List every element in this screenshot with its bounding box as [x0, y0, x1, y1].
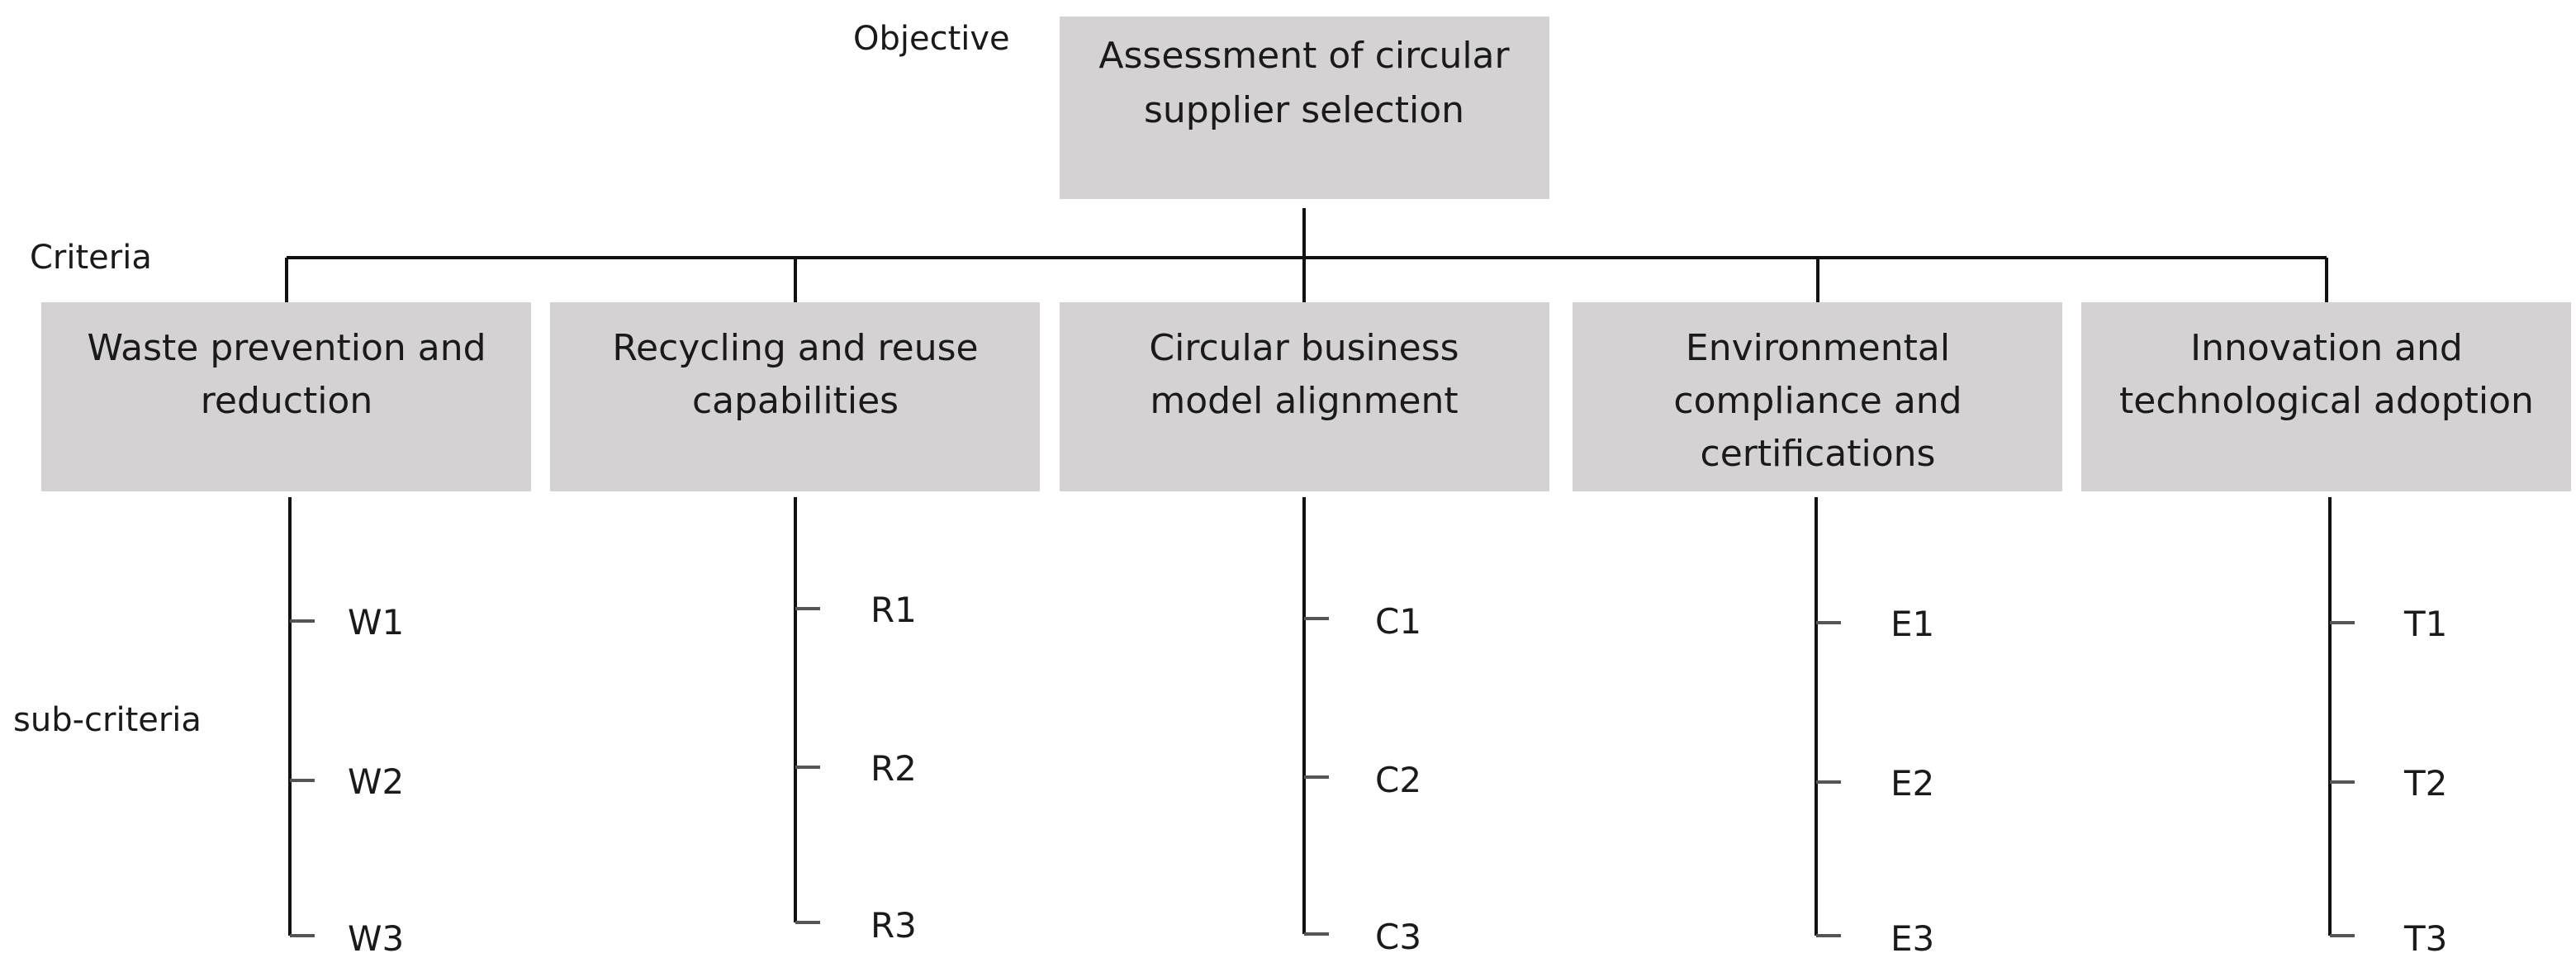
objective-connectors: [285, 208, 2328, 302]
objective-line-2: supplier selection: [1144, 89, 1464, 131]
objective-node: Assessment of circular supplier selectio…: [1060, 17, 1549, 199]
criterion-line: reduction: [201, 380, 372, 422]
criterion-box: [550, 302, 1040, 491]
subcriterion-label: R1: [871, 590, 917, 630]
objective-box: [1060, 17, 1549, 199]
subcriterion-label: E3: [1890, 918, 1934, 959]
subcriterion-label: C3: [1375, 917, 1421, 957]
subcriterion-label: C1: [1375, 601, 1421, 642]
criterion-line: Waste prevention and: [87, 327, 486, 369]
subcriterion-label: E1: [1890, 604, 1934, 644]
criterion-line: technological adoption: [2119, 380, 2534, 422]
subcriterion-label: W2: [348, 761, 404, 802]
criterion-line: Circular business: [1149, 327, 1459, 369]
criterion-box: [1573, 302, 2062, 491]
subcriterion-label: R3: [871, 905, 917, 946]
subcriterion-label: T2: [2403, 763, 2447, 804]
criterion-line: compliance and: [1673, 380, 1962, 422]
level-label-criteria: Criteria: [30, 239, 152, 277]
criterion-environmental: Environmental compliance and certificati…: [1573, 302, 2062, 959]
criterion-circular-business: Circular business model alignment C1 C2 …: [1060, 302, 1549, 957]
subcriterion-label: W3: [348, 918, 404, 959]
criterion-line: Environmental: [1686, 327, 1950, 369]
criterion-recycling: Recycling and reuse capabilities R1 R2 R…: [550, 302, 1040, 946]
criterion-waste: Waste prevention and reduction W1 W2 W3: [41, 302, 531, 959]
criterion-line: capabilities: [692, 380, 899, 422]
level-label-objective: Objective: [853, 20, 1010, 58]
subcriterion-label: R2: [871, 748, 917, 789]
criterion-line: model alignment: [1150, 380, 1458, 422]
criterion-line: Innovation and: [2190, 327, 2463, 369]
level-label-subcriteria: sub-criteria: [13, 701, 202, 739]
subcriterion-label: W1: [348, 602, 404, 642]
criterion-line: certifications: [1701, 433, 1936, 475]
subcriterion-label: T3: [2403, 918, 2447, 959]
subcriterion-label: C2: [1375, 760, 1421, 800]
criterion-box: [41, 302, 531, 491]
criterion-line: Recycling and reuse: [612, 327, 978, 369]
criterion-box: [1060, 302, 1549, 491]
objective-line-1: Assessment of circular: [1098, 35, 1510, 77]
subcriterion-label: T1: [2403, 604, 2447, 644]
subcriterion-label: E2: [1890, 763, 1934, 804]
criterion-box: [2081, 302, 2571, 491]
criterion-innovation: Innovation and technological adoption T1…: [2081, 302, 2571, 959]
